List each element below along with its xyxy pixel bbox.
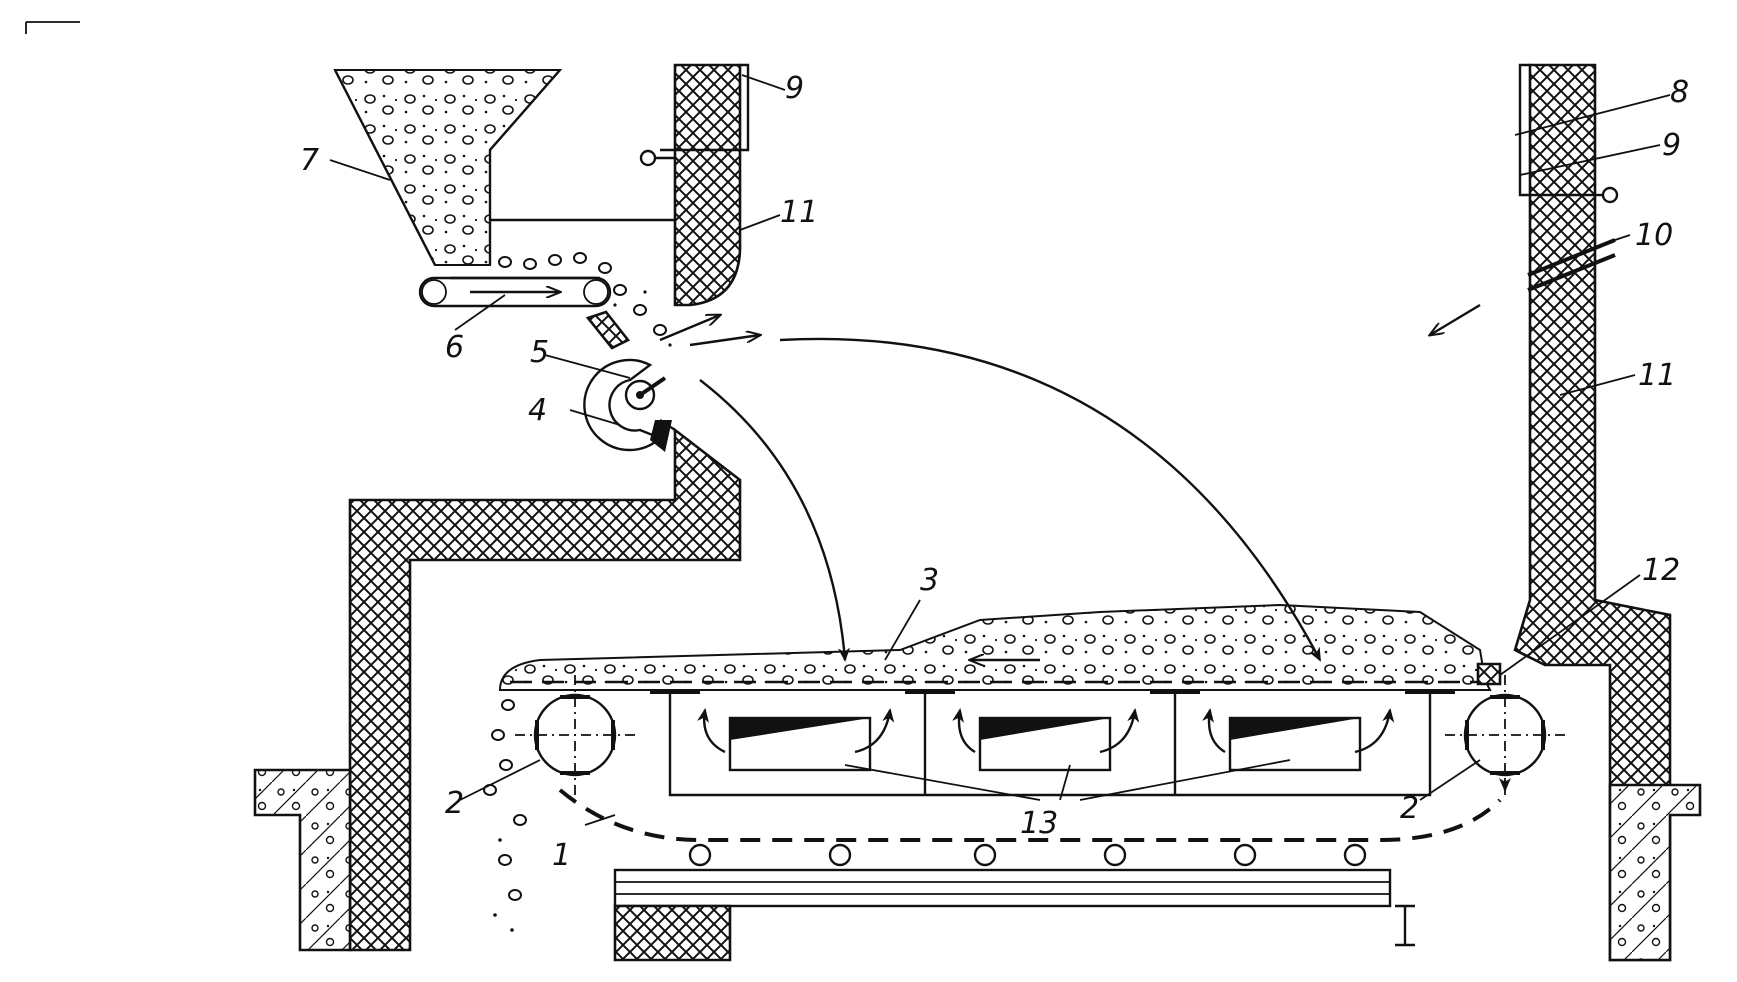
trajectory-far: [779, 337, 1322, 662]
label-11-right: 11: [1638, 358, 1676, 393]
label-2-left: 2: [445, 786, 464, 821]
label-8: 8: [1670, 75, 1689, 110]
left-foundation: [253, 768, 352, 952]
material-stream: [498, 252, 672, 347]
sprocket-left: [515, 675, 635, 795]
discharge-lip-12: [1476, 662, 1502, 686]
gas-flow-arrows: [697, 708, 1395, 754]
label-12: 12: [1642, 553, 1680, 588]
rail-base: [613, 904, 732, 962]
beam-stub: [1395, 904, 1415, 947]
wall-blade-9-right: [1518, 63, 1595, 197]
label-10: 10: [1635, 218, 1673, 253]
feed-hopper: [333, 69, 680, 266]
wind-box-1: [728, 716, 872, 772]
return-strand: [558, 788, 1502, 842]
label-9-right: 9: [1662, 128, 1681, 163]
wind-box-3: [1228, 716, 1362, 772]
corner-mark: [25, 21, 80, 34]
throwing-rotor: [583, 358, 672, 452]
label-2-right: 2: [1400, 791, 1419, 826]
left-furnace-wall: [348, 427, 742, 952]
label-7: 7: [300, 143, 319, 178]
valve-handle-right: [1601, 186, 1619, 204]
wind-box-2: [978, 716, 1112, 772]
label-1: 1: [552, 838, 571, 873]
leader-lines: [329, 74, 1671, 826]
label-5: 5: [530, 335, 549, 370]
gas-out-arrow: [1430, 303, 1481, 335]
sprocket-right: [1445, 675, 1565, 795]
label-13: 13: [1020, 806, 1058, 841]
throw-arrow-2: [689, 335, 760, 347]
label-3: 3: [920, 563, 939, 598]
label-6: 6: [445, 330, 464, 365]
belt-conveyor: [418, 276, 612, 308]
right-foundation: [1608, 783, 1702, 962]
support-rail: [613, 868, 1392, 908]
support-rollers: [688, 843, 1367, 867]
valve-handle-left: [639, 149, 657, 167]
sinter-bed: [498, 603, 1492, 691]
wind-box-frame: [650, 690, 1455, 797]
upper-left-wall: [673, 63, 742, 307]
throw-arrow-1: [659, 315, 720, 342]
label-11-left: 11: [780, 195, 818, 230]
trajectory-near: [699, 379, 850, 662]
label-9-left: 9: [785, 71, 804, 106]
deflector-plate: [585, 310, 631, 350]
label-4: 4: [528, 393, 547, 428]
damper-10: [1527, 238, 1616, 292]
wall-blade-9-left: [660, 63, 750, 152]
